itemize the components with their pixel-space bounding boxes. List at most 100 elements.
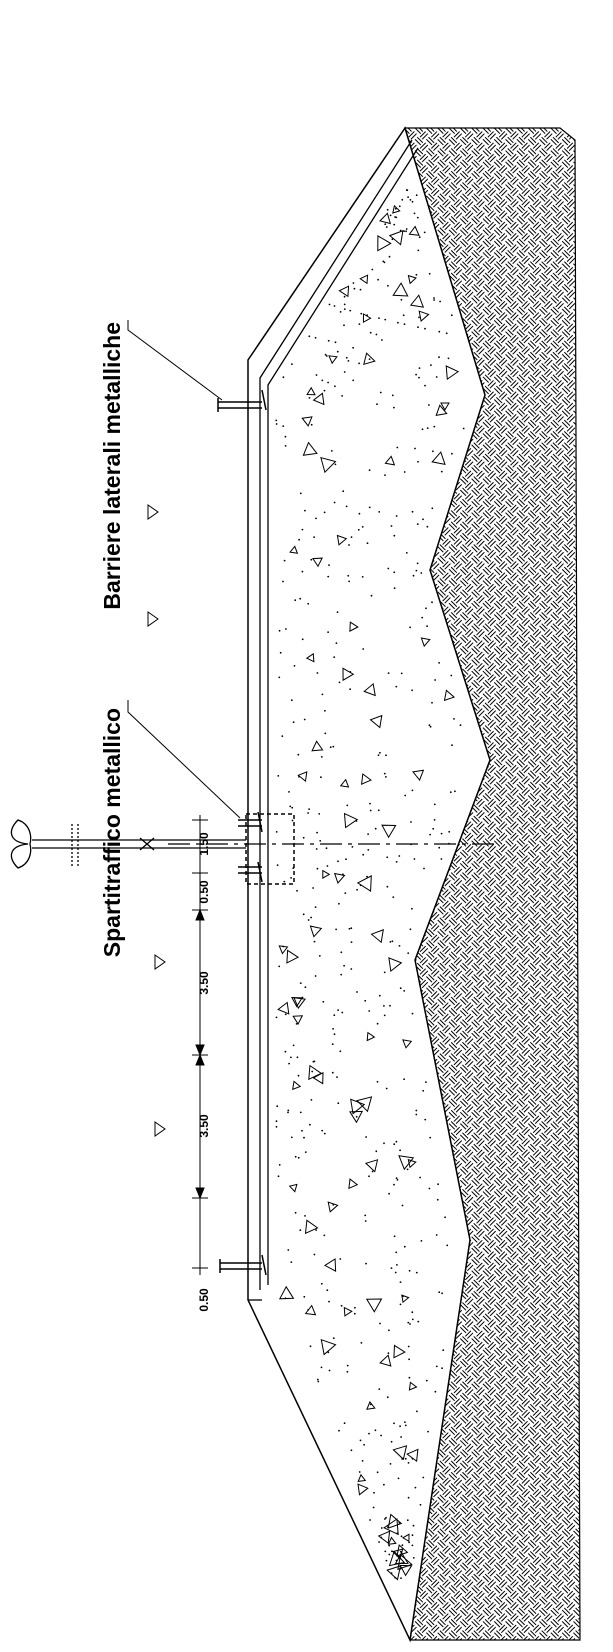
aggregate-stone bbox=[363, 682, 376, 697]
aggregate-dot bbox=[345, 505, 348, 508]
aggregate-dot bbox=[392, 896, 395, 898]
aggregate-dot bbox=[333, 501, 336, 504]
aggregate-dot bbox=[322, 1000, 325, 1003]
aggregate-dot bbox=[398, 205, 401, 208]
aggregate-dot bbox=[294, 599, 297, 602]
aggregate-dot bbox=[364, 1214, 367, 1217]
aggregate-dot bbox=[343, 324, 345, 327]
aggregate-stone bbox=[357, 1483, 369, 1496]
aggregate-dot bbox=[450, 674, 453, 677]
aggregate-dot bbox=[378, 317, 380, 319]
aggregate-dot bbox=[390, 525, 393, 527]
aggregate-stone bbox=[420, 637, 431, 648]
aggregate-dot bbox=[395, 1177, 398, 1180]
aggregate-dot bbox=[378, 1388, 381, 1390]
aggregate-dot bbox=[420, 572, 423, 574]
aggregate-dot bbox=[290, 1056, 292, 1059]
aggregate-dot bbox=[345, 858, 347, 861]
aggregate-stone bbox=[388, 957, 403, 973]
aggregate-dot bbox=[307, 919, 310, 921]
aggregate-dot bbox=[346, 1370, 349, 1373]
aggregate-dot bbox=[388, 1192, 390, 1195]
aggregate-dot bbox=[423, 231, 426, 234]
aggregate-dot bbox=[449, 791, 452, 794]
aggregate-dot bbox=[381, 339, 383, 341]
aggregate-stone bbox=[409, 294, 425, 308]
aggregate-dot bbox=[301, 638, 304, 641]
aggregate-dot bbox=[403, 471, 406, 473]
aggregate-dot bbox=[450, 314, 453, 317]
aggregate-dot bbox=[343, 1422, 346, 1425]
aggregate-dot bbox=[294, 1211, 297, 1214]
aggregate-dot bbox=[352, 282, 355, 284]
aggregate-stone bbox=[431, 451, 446, 466]
aggregate-dot bbox=[283, 559, 286, 562]
aggregate-dot bbox=[387, 1352, 390, 1354]
aggregate-stone bbox=[388, 230, 404, 246]
aggregate-dot bbox=[393, 571, 396, 574]
aggregate-dot bbox=[324, 353, 327, 356]
aggregate-dot bbox=[407, 1496, 410, 1499]
aggregate-dot bbox=[383, 971, 386, 974]
aggregate-dot bbox=[385, 1087, 388, 1090]
aggregate-dot bbox=[406, 1168, 409, 1171]
aggregate-dot bbox=[386, 1396, 389, 1399]
aggregate-dot bbox=[393, 406, 395, 409]
aggregate-stone bbox=[289, 545, 299, 554]
aggregate-dot bbox=[401, 1544, 404, 1547]
aggregate-dot bbox=[448, 830, 451, 833]
aggregate-dot bbox=[279, 651, 282, 654]
aggregate-dot bbox=[302, 913, 305, 916]
aggregate-dot bbox=[441, 1292, 443, 1295]
aggregate-dot bbox=[399, 1425, 401, 1428]
aggregate-dot bbox=[350, 536, 353, 538]
aggregate-dot bbox=[415, 569, 418, 572]
aggregate-dot bbox=[278, 1164, 281, 1166]
aggregate-dot bbox=[418, 236, 421, 239]
aggregate-dot bbox=[276, 864, 279, 866]
aggregate-dot bbox=[445, 332, 448, 335]
aggregate-dot bbox=[292, 721, 295, 724]
aggregate-dot bbox=[383, 261, 386, 264]
aggregate-dot bbox=[368, 506, 371, 509]
aggregate-dot bbox=[315, 517, 317, 520]
aggregate-dot bbox=[424, 1118, 427, 1121]
aggregate-stone bbox=[292, 1080, 302, 1091]
aggregate-dot bbox=[369, 331, 372, 334]
aggregate-dot bbox=[290, 1136, 293, 1139]
aggregate-dot bbox=[291, 363, 293, 365]
aggregate-stone bbox=[302, 441, 318, 456]
lighting-pole bbox=[10, 819, 246, 869]
aggregate-dot bbox=[393, 1422, 395, 1425]
aggregate-dot bbox=[438, 356, 440, 359]
aggregate-dot bbox=[384, 1518, 386, 1520]
aggregate-dot bbox=[299, 1229, 302, 1232]
aggregate-dot bbox=[405, 189, 408, 191]
aggregate-dot bbox=[422, 1089, 425, 1092]
aggregate-dot bbox=[327, 339, 330, 342]
aggregate-dot bbox=[397, 1477, 400, 1480]
aggregate-dot bbox=[384, 223, 387, 226]
aggregate-stone bbox=[297, 771, 308, 783]
aggregate-dot bbox=[385, 1559, 388, 1562]
aggregate-stone bbox=[328, 355, 338, 365]
aggregate-stone bbox=[379, 1354, 392, 1367]
aggregate-dot bbox=[462, 427, 465, 430]
aggregate-dot bbox=[384, 1550, 387, 1553]
aggregate-dot bbox=[383, 1005, 385, 1007]
aggregate-dot bbox=[416, 1410, 418, 1413]
aggregate-dot bbox=[393, 534, 396, 537]
aggregate-dot bbox=[339, 311, 342, 313]
aggregate-dot bbox=[416, 523, 419, 525]
aggregate-stone bbox=[359, 274, 369, 285]
aggregate-dot bbox=[340, 1304, 343, 1307]
aggregate-dot bbox=[310, 558, 313, 561]
aggregate-dot bbox=[308, 397, 311, 399]
aggregate-stone bbox=[398, 1155, 415, 1171]
aggregate-stone bbox=[361, 773, 372, 786]
aggregate-dot bbox=[411, 510, 414, 513]
aggregate-dot bbox=[345, 356, 348, 359]
aggregate-stone bbox=[399, 1564, 413, 1577]
aggregate-dot bbox=[365, 1262, 367, 1265]
aggregate-dot bbox=[454, 790, 456, 793]
